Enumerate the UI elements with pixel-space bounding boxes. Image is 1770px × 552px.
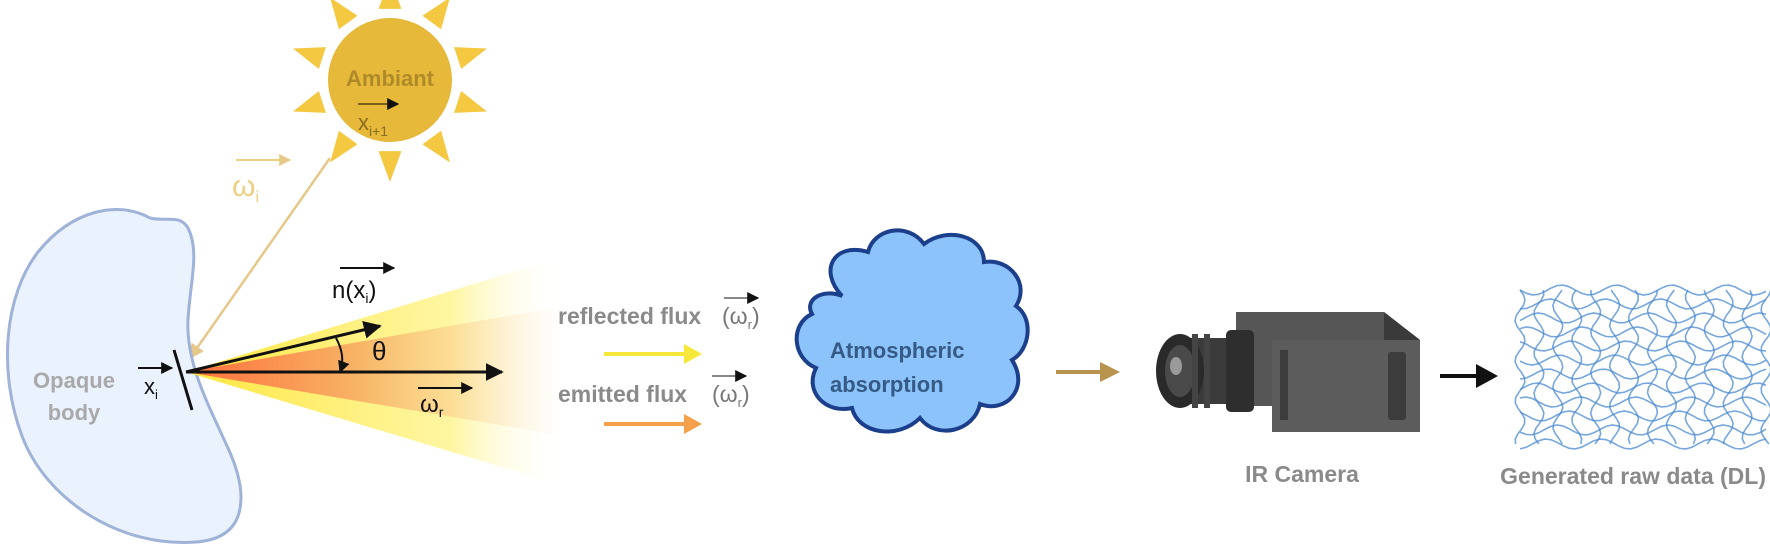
angle-symbol: θ (372, 336, 386, 366)
opaque-body: Opaque body xi (5, 207, 243, 545)
incident-symbol: ωi (232, 170, 259, 206)
mesh-line (1533, 289, 1545, 445)
raw-data-mesh (1514, 284, 1770, 450)
mesh-line (1608, 289, 1621, 445)
mesh-line (1665, 289, 1678, 445)
body-label-line2: body (48, 400, 101, 425)
ambient-label: Ambiant (346, 66, 435, 91)
sun-ray (292, 47, 326, 69)
sun-ray (330, 0, 358, 30)
incident-direction: ωi (188, 154, 332, 360)
mesh-line (1519, 298, 1767, 310)
mesh-line (1519, 424, 1767, 436)
mesh-line (1627, 289, 1640, 445)
sun-ray (378, 0, 402, 9)
mesh-line (1760, 290, 1770, 445)
emission-cone: θ n(xi) ωr (185, 256, 565, 486)
angle-arc (335, 337, 350, 374)
mesh-line (1646, 289, 1659, 445)
reflected-flux: reflected flux (ωr) (558, 292, 760, 364)
mesh-line (1519, 438, 1767, 450)
sun-ray (330, 130, 358, 163)
ambient-vector: xi+1 (358, 110, 388, 139)
ir-camera-icon: IR Camera (1156, 312, 1420, 487)
body-label-line1: Opaque (33, 368, 115, 393)
mesh-line (1519, 354, 1767, 366)
mesh-line (1519, 382, 1767, 394)
mesh-line (1722, 289, 1734, 445)
reflected-dir-label: ωr (420, 391, 444, 420)
atmosphere-line1: Atmospheric (830, 338, 964, 363)
sun-ray (422, 130, 450, 163)
ambient-sun-icon: Ambiant xi+1 (292, 0, 488, 182)
mesh-line (1589, 289, 1602, 445)
mesh-line (1703, 289, 1716, 445)
atmosphere-line2: absorption (830, 372, 944, 397)
incident-arrow (188, 157, 332, 360)
sun-core (328, 18, 452, 142)
emitted-flux: emitted flux (ωr) (558, 370, 750, 434)
mesh-line (1519, 396, 1767, 408)
mesh-line (1684, 289, 1697, 445)
normal-arrow (185, 320, 382, 374)
sun-ray (454, 91, 488, 113)
surface-point: xi (144, 374, 158, 402)
atmosphere-cloud-icon: Atmospheric absorption (794, 228, 1030, 434)
surface-tangent (172, 349, 194, 411)
reflected-flux-label: reflected flux (558, 303, 701, 329)
mesh-line (1519, 284, 1767, 296)
normal-label: n(xi) (332, 277, 376, 306)
reflected-flux-direction: (ωr) (722, 303, 760, 332)
sun-ray (422, 0, 450, 30)
mesh-line (1519, 340, 1767, 352)
mesh-line (1519, 326, 1767, 338)
mesh-line (1571, 289, 1583, 445)
sun-ray (378, 151, 402, 182)
emitted-flux-label: emitted flux (558, 381, 687, 407)
mesh-line (1551, 289, 1564, 445)
mesh-line (1741, 289, 1753, 445)
sun-rays (292, 0, 488, 182)
camera-label: IR Camera (1245, 461, 1359, 487)
mesh-line (1514, 289, 1526, 445)
raw-data-grid-icon: Generated raw data (DL) (1500, 284, 1770, 489)
sun-ray (454, 47, 488, 69)
emitted-flux-direction: (ωr) (712, 381, 750, 410)
raw-data-label: Generated raw data (DL) (1500, 463, 1766, 489)
sun-ray (292, 91, 326, 113)
